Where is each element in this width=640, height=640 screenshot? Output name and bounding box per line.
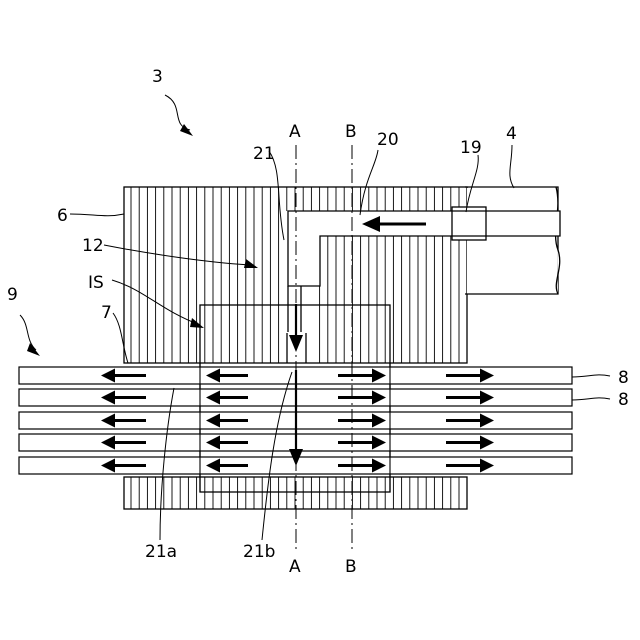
label-21: 21: [253, 144, 275, 164]
leader-8a: [572, 375, 610, 377]
label-section-a-top: A: [289, 122, 301, 142]
leader-6: [70, 214, 124, 216]
label-7: 7: [101, 303, 112, 323]
label-9: 9: [7, 285, 18, 305]
leader-21: [269, 151, 284, 240]
leader-4: [510, 145, 514, 188]
label-section-a-bottom: A: [289, 557, 301, 577]
connector-19: [452, 207, 486, 240]
leader-7: [113, 313, 128, 363]
label-19: 19: [460, 138, 482, 158]
label-6: 6: [57, 206, 68, 226]
leader-8b: [572, 398, 610, 400]
leader-9: [20, 315, 36, 350]
lower-core-fins: [131, 477, 459, 509]
label-8a: 8: [618, 368, 629, 388]
label-12: 12: [82, 236, 104, 256]
label-4: 4: [506, 124, 517, 144]
label-section-b-bottom: B: [345, 557, 357, 577]
label-21b: 21b: [243, 542, 275, 562]
leader-3: [165, 95, 190, 130]
label-8b: 8: [618, 390, 629, 410]
label-is: IS: [88, 273, 104, 293]
leader-12: [104, 245, 250, 265]
label-section-b-top: B: [345, 122, 357, 142]
label-21a: 21a: [145, 542, 177, 562]
label-20: 20: [377, 130, 399, 150]
label-3: 3: [152, 67, 163, 87]
